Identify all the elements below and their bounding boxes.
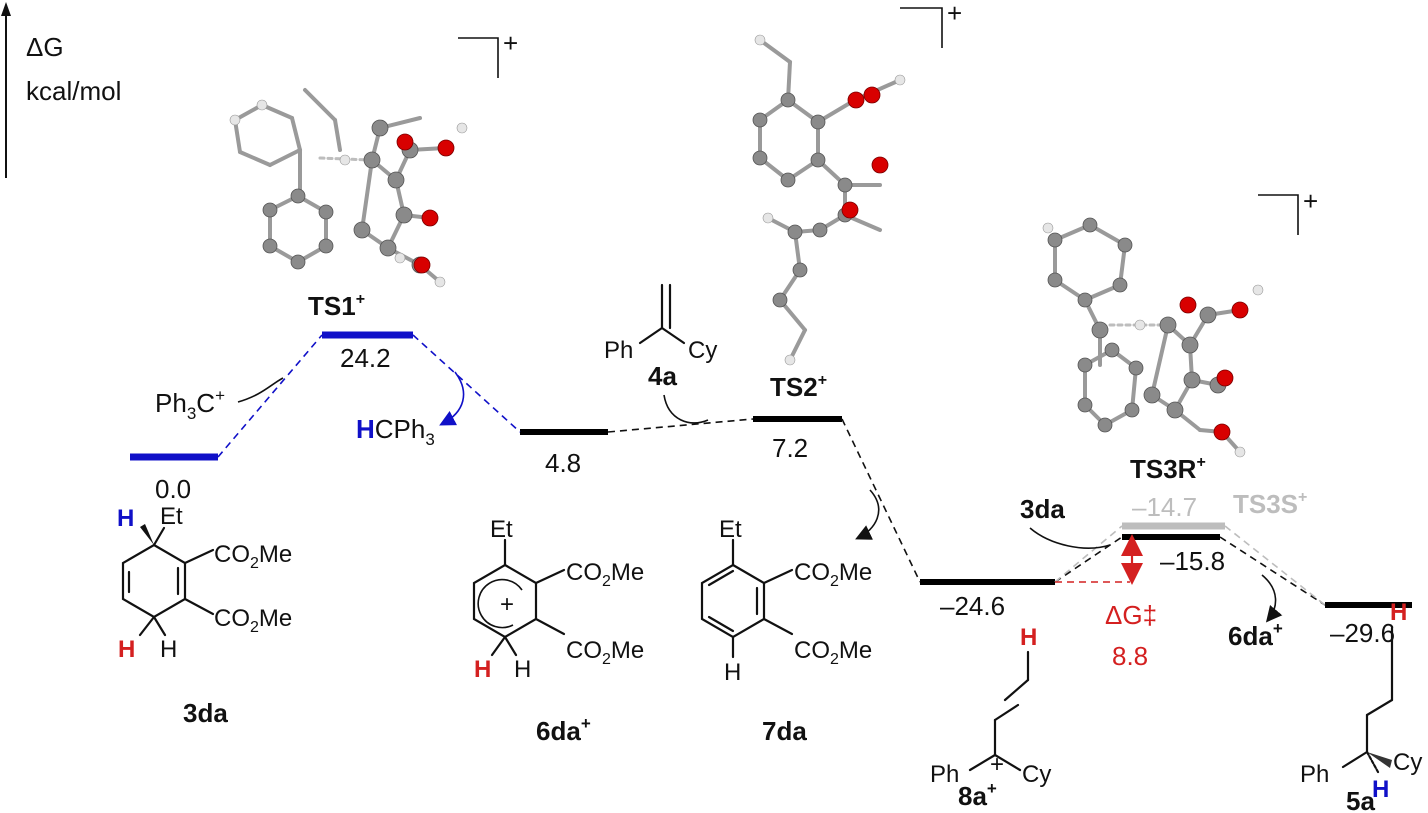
s3da-co2me-2: CO2Me [214,605,292,636]
energy-ts2: 7.2 [772,433,808,463]
reagent-6da: 6da+ [1228,619,1283,651]
s3da-h-top: H [117,505,134,532]
s5a-h-red: H [1390,599,1407,626]
s6da-h-red: H [474,656,491,683]
energy-5a: –29.6 [1330,618,1395,648]
s8a-ph: Ph [930,761,959,788]
label-ts3r: TS3R+ [1130,454,1206,484]
energy-3da: 0.0 [155,474,191,504]
energy-ts1: 24.2 [340,343,391,373]
s6da-name: 6da+ [536,714,591,746]
structure-6da: + Et CO2Me CO2Me H H 6da+ [472,516,644,746]
charge-brackets: + + + [458,0,1318,235]
y-axis: ΔG kcal/mol [1,2,121,178]
energy-ts3r: –15.8 [1160,546,1225,576]
reagent-3da: 3da [1020,494,1065,524]
s8a-name: 8a+ [958,779,997,811]
ts3r-model [1042,217,1264,458]
ts-labels: TS1+ TS2+ TS3R+ TS3S+ [308,291,1307,519]
s5a-h-blue: H [1372,776,1389,803]
s3da-name: 3da [183,698,228,728]
s5a-ph: Ph [1300,761,1329,788]
svg-text:+: + [503,28,518,58]
s5a-cy: Cy [1393,749,1422,776]
alkene-cy: Cy [688,337,717,364]
barrier-annotation: ΔG‡ 8.8 [1105,534,1157,671]
s7da-et: Et [719,516,742,543]
s7da-co2me-2: CO2Me [794,637,872,668]
wedge-bond [140,524,154,545]
s5a-name: 5a [1346,786,1375,813]
structure-5a: H Ph Cy H 5a [1300,599,1422,813]
curved-arrow-6da [1261,574,1283,623]
s6da-plus: + [500,591,514,618]
label-ts3s: TS3S+ [1233,489,1307,519]
alkene-ph: Ph [604,337,633,364]
svg-text:+: + [1303,186,1318,216]
svg-text:+: + [947,0,962,28]
axis-unit: kcal/mol [26,76,121,106]
label-ts2: TS2+ [770,372,827,402]
connectors [217,334,1326,606]
structure-3da: H Et CO2Me CO2Me H H 3da [117,503,292,728]
s3da-et: Et [160,503,183,530]
reagent-trityl-cation: Ph3C+ [155,386,225,423]
curved-arrow-4a [663,394,709,424]
s3da-co2me-1: CO2Me [214,541,292,572]
s7da-h: H [724,659,741,686]
curved-arrow-3da [1029,527,1111,549]
ts1-model [229,88,468,288]
axis-symbol: ΔG [26,32,64,62]
s3da-h: H [160,636,177,663]
s6da-co2me-2: CO2Me [566,637,644,668]
barrier-value: 8.8 [1112,641,1148,671]
energy-levels [130,331,1412,608]
axis-arrow-icon [1,2,11,16]
s3da-h-red: H [118,636,135,663]
energy-ts3s: –14.7 [1132,492,1197,522]
s7da-name: 7da [762,716,807,746]
s6da-et: Et [490,516,513,543]
reagents: Ph3C+ HCPh3 Ph Cy 4a 3da 6da+ [155,283,1283,651]
curved-arrow-7da [855,489,880,540]
ts2-model [752,34,906,366]
label-ts1: TS1+ [308,291,365,321]
s6da-co2me-1: CO2Me [566,559,644,590]
structure-7da: Et CO2Me CO2Me H 7da [700,516,872,746]
s8a-plus: + [990,751,1004,778]
alkene-id: 4a [648,361,677,391]
structure-8a: H Ph + Cy 8a+ [930,624,1051,811]
curved-arrow-out [439,371,465,426]
s7da-co2me-1: CO2Me [794,559,872,590]
energy-8a: –24.6 [940,591,1005,621]
s8a-h: H [1020,624,1037,651]
curved-arrow-in [237,377,284,403]
s8a-cy: Cy [1022,761,1051,788]
barrier-symbol: ΔG‡ [1105,600,1157,630]
s6da-h: H [514,656,531,683]
energy-6da: 4.8 [545,448,581,478]
energy-values: 0.0 24.2 4.8 7.2 –24.6 –15.8 –14.7 –29.6 [155,343,1395,648]
reagent-hcph3: HCPh3 [356,414,435,449]
